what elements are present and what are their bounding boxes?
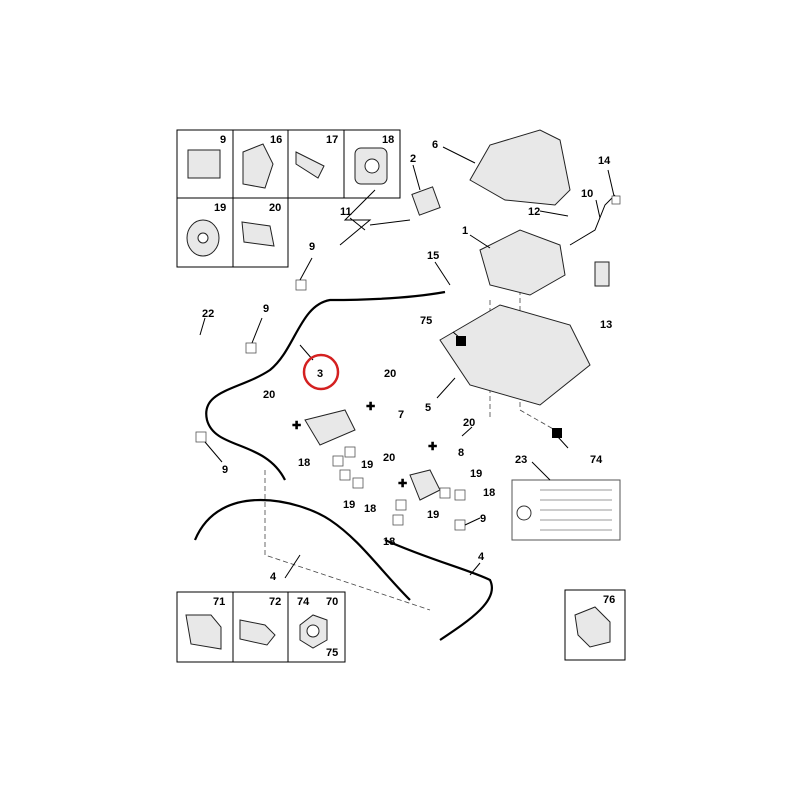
cable-3 <box>205 290 446 481</box>
label-72: 72 <box>269 596 281 608</box>
callout-20c[interactable]: 20 <box>463 417 475 429</box>
callout-74[interactable]: 74 <box>590 454 603 466</box>
callout-75[interactable]: 75 <box>420 315 432 327</box>
callout-19b[interactable]: 19 <box>343 499 355 511</box>
callout-9d[interactable]: 9 <box>480 513 486 525</box>
fastener-markers <box>195 195 621 531</box>
callout-12[interactable]: 12 <box>528 206 540 218</box>
callout-15[interactable]: 15 <box>427 250 439 262</box>
part-13 <box>594 261 610 287</box>
cross-markers: ✚ ✚ ✚ ✚ <box>292 401 437 490</box>
label-16: 16 <box>270 134 282 146</box>
bracket-5 <box>439 304 591 406</box>
svg-text:✚: ✚ <box>292 420 301 432</box>
callout-18b[interactable]: 18 <box>364 503 376 515</box>
callout-13[interactable]: 13 <box>600 319 612 331</box>
callout-20b[interactable]: 20 <box>263 389 275 401</box>
label-17: 17 <box>326 134 338 146</box>
callout-7[interactable]: 7 <box>398 409 404 421</box>
callout-11[interactable]: 11 <box>340 206 352 218</box>
bolt-part <box>241 221 275 247</box>
svg-text:✚: ✚ <box>398 478 407 490</box>
cable-4-right <box>384 538 493 641</box>
callout-23[interactable]: 23 <box>515 454 527 466</box>
callout-22[interactable]: 22 <box>202 308 214 320</box>
callout-1[interactable]: 1 <box>462 225 468 237</box>
callout-8[interactable]: 8 <box>458 447 464 459</box>
callout-20d[interactable]: 20 <box>383 452 395 464</box>
label-9: 9 <box>220 134 226 146</box>
callout-9c[interactable]: 9 <box>222 464 228 476</box>
callout-6[interactable]: 6 <box>432 139 438 151</box>
callout-19a[interactable]: 19 <box>361 459 373 471</box>
label-20: 20 <box>269 202 281 214</box>
callout-19d[interactable]: 19 <box>427 509 439 521</box>
inset-bottom-left: 71 72 74 70 75 <box>176 591 346 663</box>
label-19: 19 <box>214 202 226 214</box>
leader-lines <box>199 146 615 579</box>
callout-4[interactable]: 4 <box>270 571 277 583</box>
parts <box>304 129 621 541</box>
callout-3[interactable]: 3 <box>317 368 323 380</box>
inset-top-left: 9 16 17 18 19 20 <box>176 129 401 268</box>
label-74: 74 <box>297 596 310 608</box>
label-76: 76 <box>603 594 615 606</box>
cables <box>193 189 616 641</box>
bracket-8 <box>409 469 441 501</box>
svg-text:✚: ✚ <box>428 441 437 453</box>
callout-18d[interactable]: 18 <box>383 536 395 548</box>
relay-part <box>187 149 221 179</box>
label-75: 75 <box>326 647 338 659</box>
callout-19c[interactable]: 19 <box>470 468 482 480</box>
svg-text:✚: ✚ <box>366 401 375 413</box>
label-18: 18 <box>382 134 394 146</box>
clip-part <box>242 143 274 189</box>
callout-20a[interactable]: 20 <box>384 368 396 380</box>
screw-part <box>295 151 325 179</box>
callout-2[interactable]: 2 <box>410 153 416 165</box>
callout-9b[interactable]: 9 <box>263 303 269 315</box>
callout-9a[interactable]: 9 <box>309 241 315 253</box>
label-71: 71 <box>213 596 225 608</box>
switch-2 <box>411 186 441 216</box>
cable-4-left <box>193 498 411 601</box>
callout-10[interactable]: 10 <box>581 188 593 200</box>
label-70: 70 <box>326 596 338 608</box>
callout-18a[interactable]: 18 <box>298 457 310 469</box>
callouts: 1 2 3 4 4 5 6 7 8 9 9 9 9 10 11 12 13 14… <box>202 139 612 583</box>
bracket-7 <box>304 409 356 446</box>
highlight-circle <box>302 353 340 391</box>
callout-5[interactable]: 5 <box>425 402 431 414</box>
cover-6 <box>469 129 571 206</box>
callout-18c[interactable]: 18 <box>483 487 495 499</box>
inset-right: 76 <box>564 589 626 661</box>
callout-14[interactable]: 14 <box>598 155 611 167</box>
actuator-1 <box>479 229 566 296</box>
callout-4b[interactable]: 4 <box>478 551 485 563</box>
